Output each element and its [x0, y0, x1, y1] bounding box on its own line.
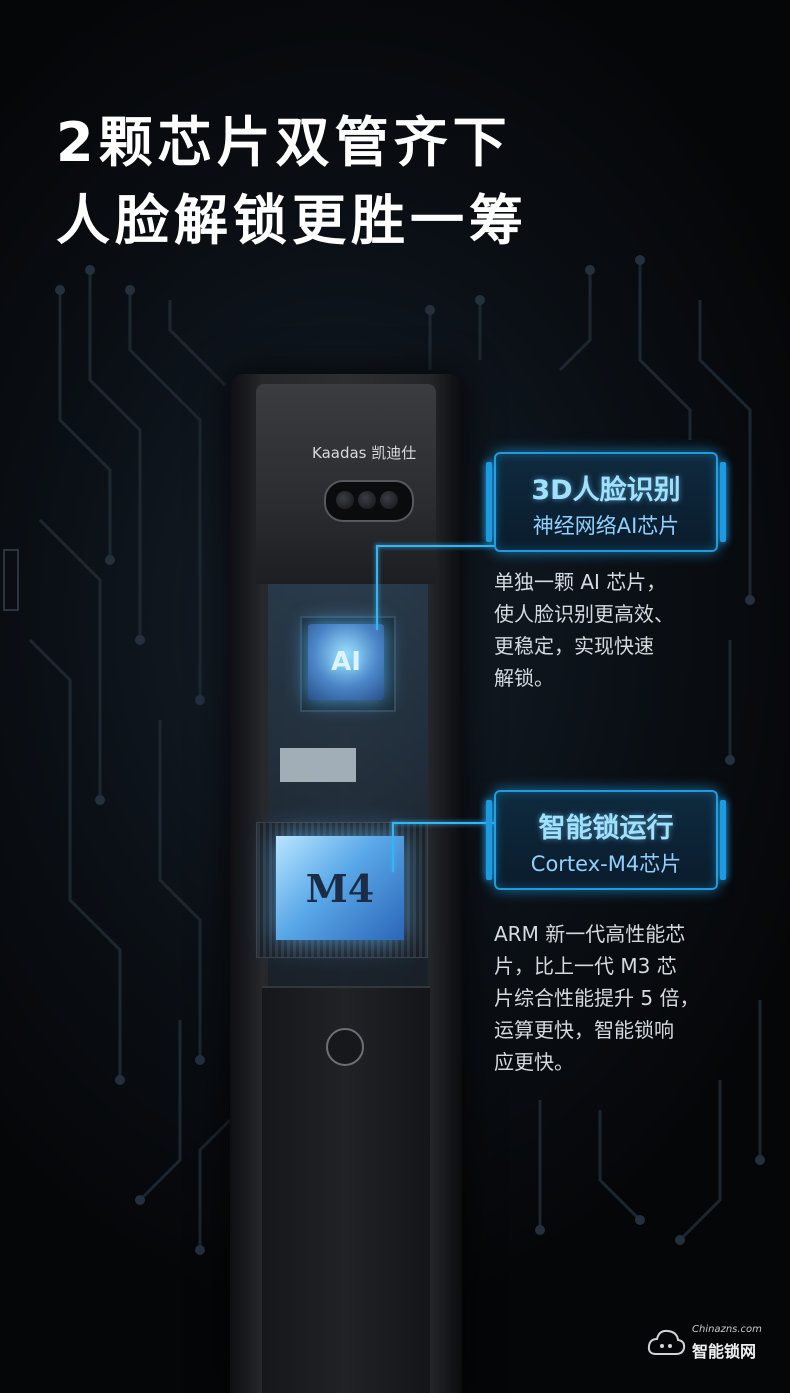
description-line: 片，比上一代 M3 芯 [494, 954, 677, 978]
feature-description-face: 单独一颗 AI 芯片， 使人脸识别更高效、 更稳定，实现快速 解锁。 [494, 566, 674, 694]
face-camera [324, 480, 414, 522]
description-line: 片综合性能提升 5 倍， [494, 986, 700, 1010]
watermark-url: Chinazns.com [692, 1324, 762, 1335]
ai-chip: AI [308, 624, 384, 700]
description-line: 运算更快，智能锁响 [494, 1018, 674, 1042]
watermark: Chinazns.com 智能锁网 [646, 1318, 776, 1366]
m4-chip-label: M4 [305, 865, 375, 911]
description-line: ARM 新一代高性能芯 [494, 922, 686, 946]
feature-description-m4: ARM 新一代高性能芯 片，比上一代 M3 芯 片综合性能提升 5 倍， 运算更… [494, 918, 699, 1078]
leader-line [376, 545, 496, 547]
callout-subtitle: Cortex-M4芯片 [530, 852, 682, 876]
brand-logo: Kaadas 凯迪仕 [312, 444, 417, 462]
leader-line [392, 822, 496, 824]
watermark-name: 智能锁网 [692, 1342, 757, 1361]
ai-chip-label: AI [331, 647, 361, 677]
board-label-sticker [280, 748, 356, 782]
callout-title: 3D人脸识别 [531, 475, 681, 506]
description-line: 解锁。 [494, 666, 554, 690]
description-line: 单独一颗 AI 芯片， [494, 570, 667, 594]
lock-upper-face: Kaadas 凯迪仕 [256, 384, 436, 584]
leader-line [376, 545, 378, 630]
description-line: 使人脸识别更高效、 [494, 602, 674, 626]
description-line: 更稳定，实现快速 [494, 634, 654, 658]
camera-lens-icon [380, 491, 398, 509]
smart-lock-image: Kaadas 凯迪仕 AI M4 [230, 374, 462, 1393]
camera-lens-icon [358, 491, 376, 509]
feature-callout-m4: 智能锁运行 Cortex-M4芯片 [486, 790, 726, 890]
headline-line-1: 2颗芯片双管齐下 [56, 111, 512, 174]
callout-title: 智能锁运行 [538, 813, 674, 844]
lock-handle [262, 986, 430, 1393]
leader-line [392, 822, 394, 872]
description-line: 应更快。 [494, 1050, 574, 1074]
callout-subtitle: 神经网络AI芯片 [532, 514, 680, 538]
cloud-lock-icon [647, 1329, 686, 1355]
camera-lens-icon [336, 491, 354, 509]
headline-line-2: 人脸解锁更胜一筹 [56, 189, 528, 252]
m4-chip: M4 [276, 836, 404, 940]
feature-callout-face: 3D人脸识别 神经网络AI芯片 [486, 452, 726, 552]
fingerprint-sensor-icon [326, 1028, 364, 1066]
